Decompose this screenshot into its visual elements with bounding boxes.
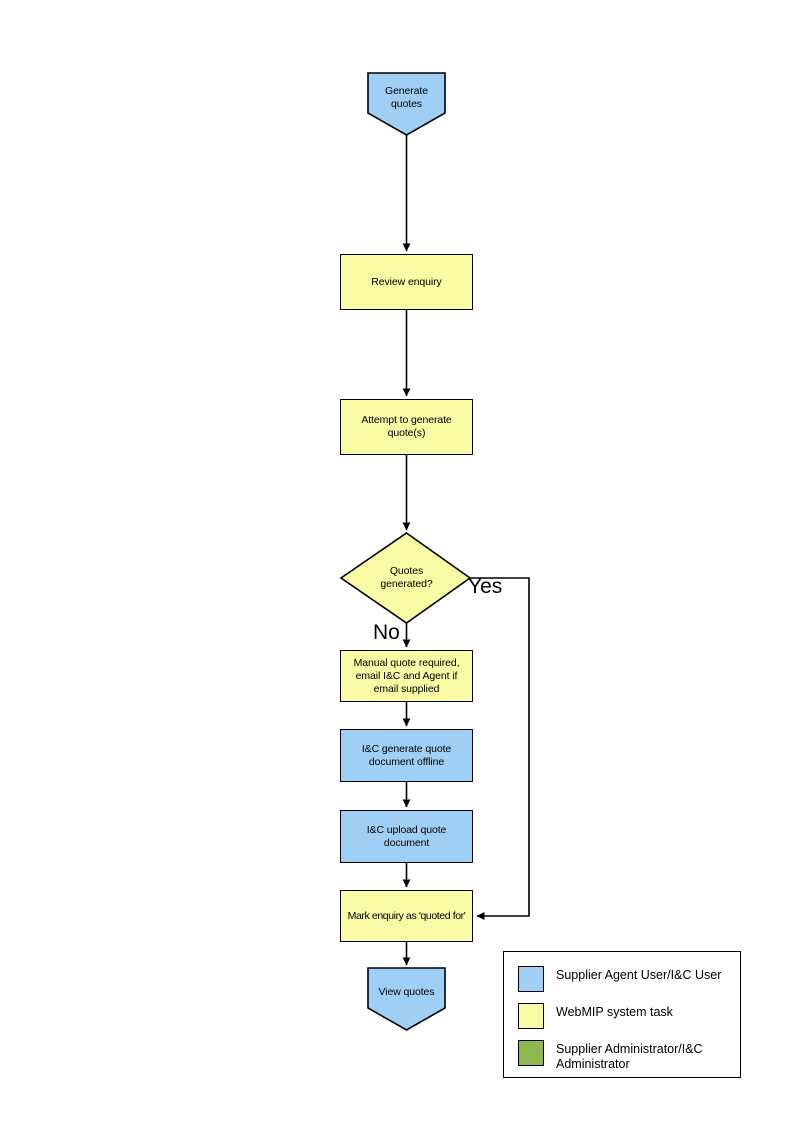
connector-decision-yes-to-mark: [470, 577, 530, 920]
node-review-enquiry[interactable]: Review enquiry: [340, 254, 473, 310]
node-manual-quote-required[interactable]: Manual quote required, email I&C and Age…: [340, 650, 473, 702]
node-generate-quotes-label: Generate quotes: [385, 85, 428, 110]
node-attempt-generate-quotes[interactable]: Attempt to generate quote(s): [340, 399, 473, 455]
edge-label-yes: Yes: [468, 575, 503, 598]
edge-label-no: No: [373, 621, 400, 644]
legend-item-supplier-agent-user: Supplier Agent User/I&C User: [518, 966, 728, 992]
node-mark-enquiry-quoted-for-label: Mark enquiry as 'quoted for': [347, 909, 466, 922]
node-quotes-generated-decision[interactable]: Quotes generated?: [350, 555, 463, 601]
node-ic-upload-quote-document-label: I&C upload quote document: [366, 823, 447, 849]
legend-item-supplier-administrator: Supplier Administrator/I&C Administrator: [518, 1040, 728, 1072]
node-attempt-generate-quotes-label: Attempt to generate quote(s): [361, 414, 452, 439]
node-mark-enquiry-quoted-for[interactable]: Mark enquiry as 'quoted for': [340, 890, 473, 942]
node-ic-upload-quote-document[interactable]: I&C upload quote document: [340, 810, 473, 863]
legend-label-supplier-agent-user: Supplier Agent User/I&C User: [556, 968, 722, 982]
node-view-quotes[interactable]: View quotes: [368, 968, 445, 1016]
node-manual-quote-required-label: Manual quote required, email I&C and Age…: [353, 656, 460, 695]
node-ic-generate-quote-offline[interactable]: I&C generate quote document offline: [340, 729, 473, 782]
node-ic-generate-quote-offline-label: I&C generate quote document offline: [361, 742, 452, 768]
legend-swatch-yellow: [518, 1003, 544, 1029]
legend-label-supplier-administrator: Supplier Administrator/I&C Administrator: [556, 1042, 703, 1071]
node-generate-quotes[interactable]: Generate quotes: [368, 73, 445, 123]
node-review-enquiry-label: Review enquiry: [371, 275, 442, 288]
legend-swatch-green: [518, 1040, 544, 1066]
legend-label-webmip-system-task: WebMIP system task: [556, 1005, 673, 1019]
legend: Supplier Agent User/I&C User WebMIP syst…: [503, 951, 741, 1078]
node-quotes-generated-decision-label: Quotes generated?: [380, 565, 433, 590]
legend-swatch-blue: [518, 966, 544, 992]
node-view-quotes-label: View quotes: [378, 985, 435, 998]
legend-item-webmip-system-task: WebMIP system task: [518, 1003, 728, 1029]
